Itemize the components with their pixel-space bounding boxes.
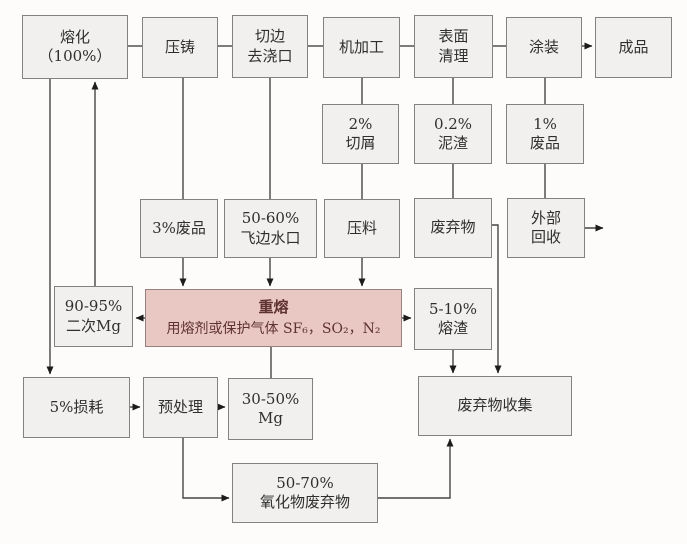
node-mg-recovered-label: 30-50% Mg [241,389,300,428]
node-waste-collection-label: 废弃物收集 [457,396,533,415]
node-secondary-mg-label: 90-95% 二次Mg [64,297,123,335]
node-mg-recovered: 30-50% Mg [228,378,313,440]
node-oxide-waste-label: 50-70% 氧化物废弃物 [259,473,350,512]
node-coating-label: 涂装 [528,37,559,56]
node-finished-product-label: 成品 [618,37,649,56]
node-flash-gate: 50-60% 飞边水口 [224,199,317,258]
node-die-casting-label: 压铸 [164,37,195,56]
node-machining: 机加工 [323,17,400,78]
node-finished-product: 成品 [595,17,672,78]
node-external-recycling: 外部 回收 [507,198,585,258]
node-chips-label: 2% 切屑 [345,114,376,153]
node-die-casting: 压铸 [142,17,218,78]
node-coating: 涂装 [506,17,582,78]
node-oxide-waste: 50-70% 氧化物废弃物 [232,463,378,523]
node-press-material: 压料 [324,199,400,258]
node-waste-collection: 废弃物收集 [418,376,572,436]
node-loss: 5%损耗 [23,377,130,438]
node-sludge: 0.2% 泥渣 [414,104,492,164]
node-chips: 2% 切屑 [322,104,399,164]
node-external-recycling-label: 外部 回收 [530,208,561,247]
node-pretreatment: 预处理 [143,377,218,438]
node-machining-label: 机加工 [338,37,384,56]
node-sludge-label: 0.2% 泥渣 [433,114,473,153]
node-remelting: 重熔 用熔剂或保护气体 SF₆，SO₂，N₂ [145,289,402,347]
node-surface-cleaning-label: 表面 清理 [438,27,469,65]
node-slag-label: 5-10% 熔渣 [429,299,477,338]
node-trimming: 切边 去浇口 [232,15,308,78]
node-waste: 废弃物 [414,198,492,258]
node-waste-label: 废弃物 [430,218,476,237]
node-scrap-1pct-label: 1% 废品 [529,114,560,153]
node-scrap-3pct: 3%废品 [140,199,218,258]
node-loss-label: 5%损耗 [49,397,104,416]
node-remelting-title: 重熔 [258,298,289,317]
node-pretreatment-label: 预处理 [157,397,203,416]
node-secondary-mg: 90-95% 二次Mg [54,286,133,347]
node-flash-gate-label: 50-60% 飞边水口 [240,209,301,247]
node-trimming-label: 切边 去浇口 [247,27,293,65]
node-press-material-label: 压料 [346,218,377,237]
node-melting: 熔化 （100%） [22,15,128,79]
node-scrap-1pct: 1% 废品 [506,104,584,164]
node-slag: 5-10% 熔渣 [414,288,492,350]
node-melting-label: 熔化 （100%） [38,27,112,66]
node-scrap-3pct-label: 3%废品 [152,218,206,237]
node-surface-cleaning: 表面 清理 [414,15,493,78]
node-remelting-subtitle: 用熔剂或保护气体 SF₆，SO₂，N₂ [166,320,381,337]
